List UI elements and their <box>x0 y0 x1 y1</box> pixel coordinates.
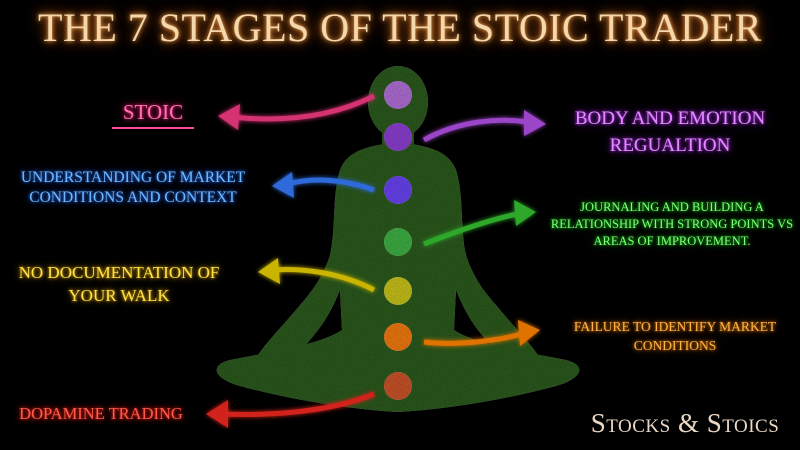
stage-label-failure: FAILURE TO IDENTIFY MARKET CONDITIONS <box>568 318 782 356</box>
stage-label-stoic: STOIC <box>112 100 194 130</box>
stage-label-understanding-line1: UNDERSTANDING OF MARKET <box>20 169 246 186</box>
stage-label-failure-line1: FAILURE TO IDENTIFY MARKET <box>573 319 777 334</box>
chakra-solar-plexus <box>384 277 412 305</box>
arrow-no-documentation <box>258 258 376 293</box>
chakra-column <box>384 81 412 400</box>
chakra-crown <box>384 81 412 109</box>
stage-label-dopamine: DOPAMINE TRADING <box>19 404 183 423</box>
page-title: THE 7 STAGES OF THE STOIC TRADER <box>38 5 762 50</box>
chakra-sacral <box>384 323 412 351</box>
stage-label-body-line2: REGUALTION <box>609 134 731 156</box>
arrow-failure <box>423 320 540 346</box>
arrow-understanding <box>272 172 375 198</box>
stage-label-no-documentation-line2: YOUR WALK <box>68 285 170 305</box>
arrow-dopamine <box>206 391 375 428</box>
arrow-body-emotion <box>422 110 546 143</box>
stage-label-failure-line2: CONDITIONS <box>633 337 717 353</box>
stage-label-body-emotion: BODY AND EMOTION REGUALTION <box>560 106 780 159</box>
stage-label-understanding-line2: CONDITIONS AND CONTEXT <box>29 189 237 207</box>
arrow-stoic <box>218 93 376 130</box>
stage-label-understanding: UNDERSTANDING OF MARKET CONDITIONS AND C… <box>2 168 264 208</box>
stage-label-journaling-line3: AREAS OF IMPROVEMENT. <box>593 233 751 248</box>
chakra-heart <box>384 228 412 256</box>
chakra-root <box>384 372 412 400</box>
stage-label-journaling: JOURNALING AND BUILDING A RELATIONSHIP W… <box>548 199 796 250</box>
chakra-third-eye <box>384 123 412 151</box>
chakra-throat <box>384 176 412 204</box>
brand-logo-text: Stocks & Stoics <box>590 408 780 438</box>
arrow-journaling <box>423 200 536 247</box>
stage-label-journaling-line2: RELATIONSHIP WITH STRONG POINTS VS <box>550 216 794 231</box>
stage-label-no-documentation: NO DOCUMENTATION OF YOUR WALK <box>8 262 230 308</box>
stage-label-no-documentation-line1: NO DOCUMENTATION OF <box>18 263 220 282</box>
stage-label-journaling-line1: JOURNALING AND BUILDING A <box>580 200 764 214</box>
stage-label-body-line1: BODY AND EMOTION <box>574 108 766 129</box>
